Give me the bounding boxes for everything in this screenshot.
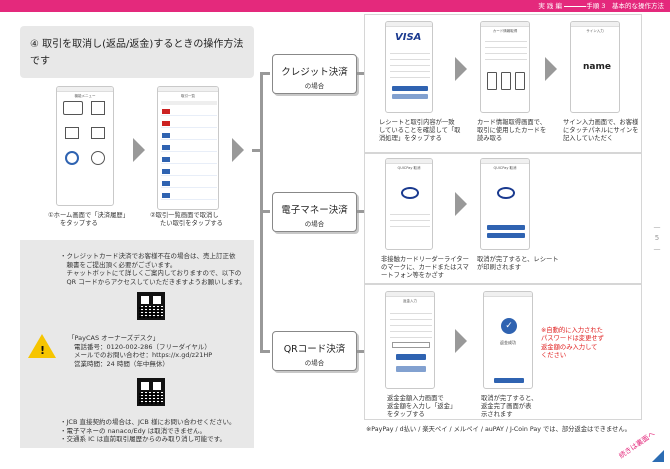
next-page-arrow-icon xyxy=(652,450,664,462)
check-icon: ✓ xyxy=(501,318,517,334)
payment-footnote: ※PayPay / d払い / 楽天ペイ / メルペイ / auPAY / J-… xyxy=(366,426,631,433)
support-email-qr-code[interactable] xyxy=(137,378,165,406)
flow-arrow xyxy=(133,138,145,162)
flow-arrow xyxy=(455,192,467,216)
emoney-panel: QUICPay 取消 非接触カードリーダーライター のマークに、カードまたはスマ… xyxy=(364,153,642,284)
credit-method-label: クレジット決済 の場合 xyxy=(272,54,357,94)
chapter-label: 手順 3 基本的な操作方法 xyxy=(586,2,664,10)
page-number: — 5 — xyxy=(653,223,661,253)
header-divider xyxy=(564,6,586,7)
transaction-rows[interactable] xyxy=(161,107,217,207)
card-reader-icon xyxy=(515,72,525,90)
refund-red-note: ※自動的に入力された パスワードは変更せず 返金額のみ入力して ください xyxy=(541,327,604,360)
emoney-complete-screen: QUICPay 取消 xyxy=(480,158,530,250)
credit-caption-1: レシートと取引内容が一致 していることを確認して「取 消処理」をタップする xyxy=(379,119,461,142)
card-icon xyxy=(63,101,83,115)
caption-home: ①ホーム画面で「決済履歴」 をタップする xyxy=(48,212,130,227)
caption-list: ②取引一覧画面で取消し たい取引をタップする xyxy=(150,212,223,227)
flow-arrow xyxy=(232,138,244,162)
history-icon[interactable] xyxy=(65,151,79,165)
card-reader-icon xyxy=(501,72,511,90)
header-bar: 実 践 編 手順 3 基本的な操作方法 xyxy=(0,0,670,12)
quicpay-logo xyxy=(497,187,515,199)
qr-icon xyxy=(91,101,105,115)
notes-para-2: ・JCB 直接契約の場合は、JCB 様にお問い合わせください。 ・電子マネーの … xyxy=(60,418,236,444)
qr-panel: 返金入力 返金金額入力画面で 返金額を入力し「返金」 をタップする ✓ 返金成功… xyxy=(364,284,642,420)
signature-text[interactable]: name xyxy=(583,62,611,72)
refund-amount-input[interactable] xyxy=(392,342,430,348)
card-read-screen: カード情報取得 xyxy=(480,21,530,113)
credit-caption-2: カード情報取得画面で、 取引に使用したカードを 読み取る xyxy=(477,119,547,142)
qr-caption-2: 取消が完了すると、 返金完了画面が表 示されます xyxy=(481,395,538,418)
emoney-icon xyxy=(65,127,79,139)
signature-screen: サイン入力 name xyxy=(570,21,620,113)
emoney-tap-screen: QUICPay 取消 xyxy=(385,158,433,250)
notes-para-1: ・クレジットカード決済でお客様不在の場合は、売上訂正依 頼書をご提出頂く必要がご… xyxy=(60,252,247,286)
emoney-method-label: 電子マネー決済 の場合 xyxy=(272,192,357,232)
qr-caption-1: 返金金額入力画面で 返金額を入力し「返金」 をタップする xyxy=(387,395,457,418)
refund-input-screen: 返金入力 xyxy=(385,291,435,389)
quicpay-logo xyxy=(401,187,419,199)
settings-icon xyxy=(91,151,105,165)
transaction-list-mock: 取引一覧 xyxy=(157,86,219,210)
refund-success-text: 返金成功 xyxy=(500,340,516,345)
emoney-caption-2: 取消が完了すると、レシート が印刷されます xyxy=(477,256,559,271)
flow-arrow xyxy=(455,57,467,81)
cancel-process-button[interactable] xyxy=(392,86,428,91)
refund-button[interactable] xyxy=(396,354,426,360)
flow-arrow xyxy=(545,57,557,81)
chatbot-qr-code[interactable] xyxy=(137,292,165,320)
notes-box: ・クレジットカード決済でお客様不在の場合は、売上訂正依 頼書をご提出頂く必要がご… xyxy=(20,240,254,448)
credit-caption-3: サイン入力画面で、お客様 にタッチパネルにサインを 記入していただく xyxy=(563,119,639,142)
flow-arrow xyxy=(455,329,467,353)
card-reader-icon xyxy=(487,72,497,90)
page-title: ④ 取引を取消し(返品/返金)するときの操作方法 です xyxy=(30,39,244,67)
home-screen-mock: 機能メニュー xyxy=(56,86,114,206)
next-page-label: 続きは裏面へ xyxy=(617,429,657,461)
receipt-confirm-screen: VISA xyxy=(385,21,433,113)
refund-complete-screen: ✓ 返金成功 xyxy=(483,291,533,389)
points-icon xyxy=(91,127,105,139)
qr-method-label: QRコード決済 の場合 xyxy=(272,331,357,371)
section-label: 実 践 編 xyxy=(538,2,562,10)
credit-panel: VISA レシートと取引内容が一致 していることを確認して「取 消処理」をタップ… xyxy=(364,14,642,153)
emoney-caption-1: 非接触カードリーダーライター のマークに、カードまたはスマ ートフォン等をかざす xyxy=(381,256,469,279)
title-box: ④ 取引を取消し(返品/返金)するときの操作方法 です xyxy=(20,26,254,78)
support-contact: 「PayCAS オーナーズデスク」 電話番号：0120-002-286（フリーダ… xyxy=(68,334,213,368)
visa-logo: VISA xyxy=(395,32,422,43)
